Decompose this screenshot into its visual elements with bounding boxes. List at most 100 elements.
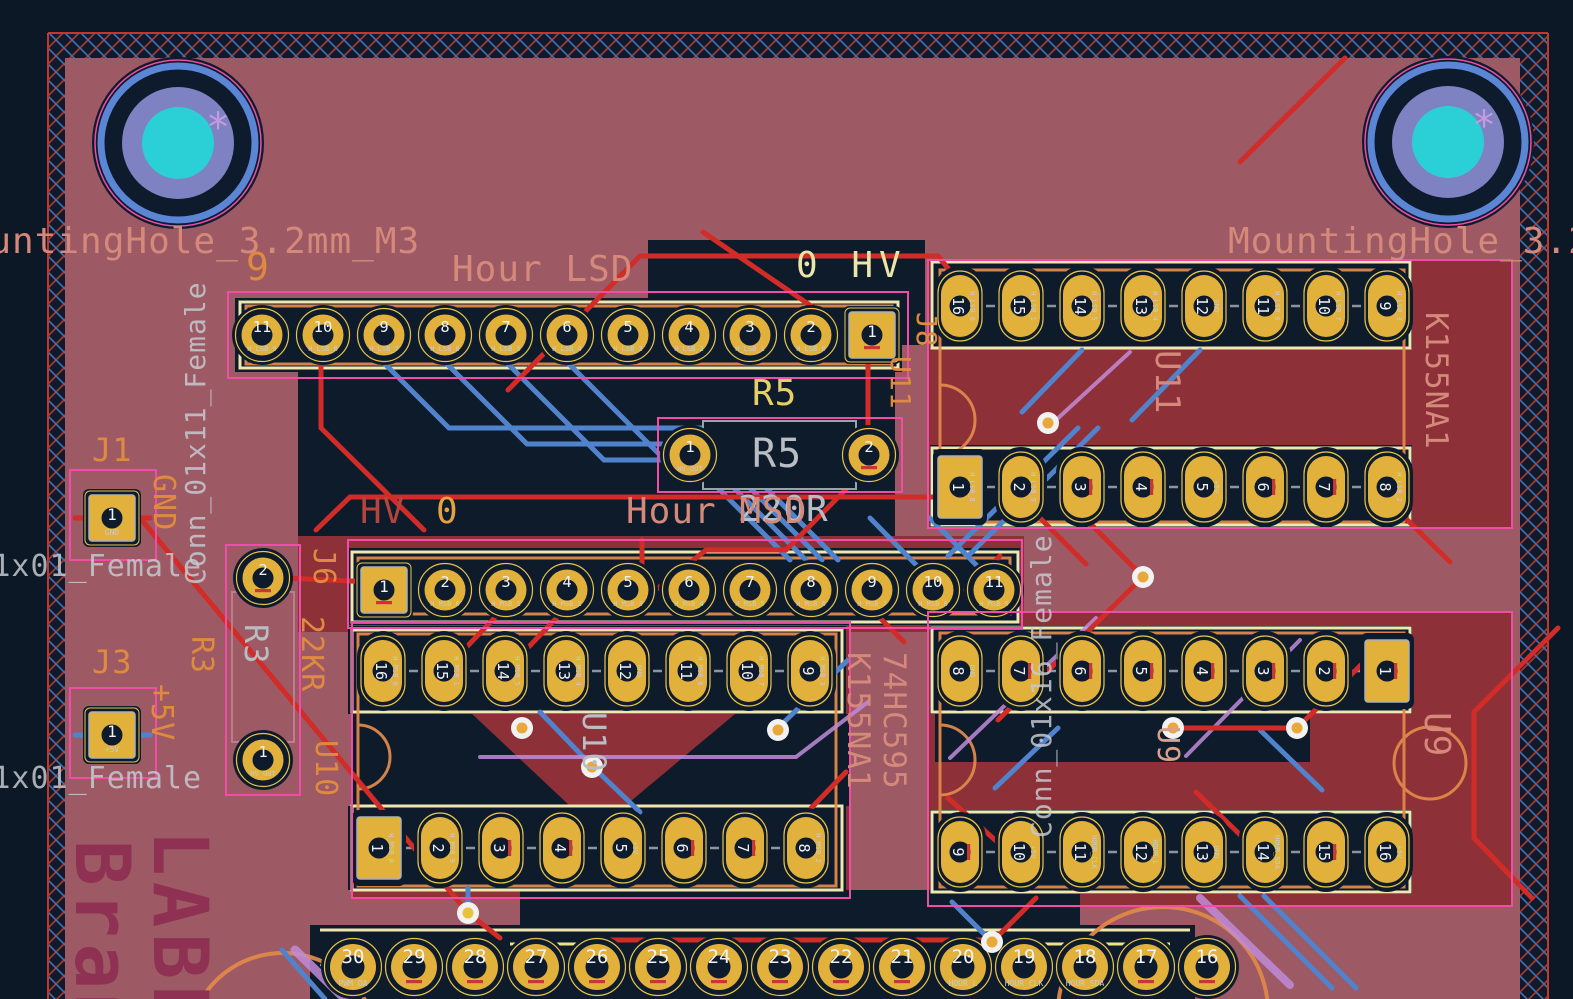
pad-u10_bottom-5[interactable]: 5+5V (597, 808, 649, 888)
pad-bottom_header-16[interactable]: 16 (1175, 935, 1239, 999)
pad-r5_pad2[interactable]: 2 (839, 425, 899, 485)
pad-bottom_header-26[interactable]: 26 (565, 935, 629, 999)
vias[interactable] (457, 412, 1308, 953)
pad-j3[interactable]: 1+5V (83, 706, 141, 764)
pad-right_bottom-10[interactable]: 10+5V (995, 812, 1047, 892)
pad-u10_bottom-4[interactable]: 4 (536, 808, 588, 888)
pad-hour_msd-2[interactable]: 2H_MSB_0 (415, 560, 475, 620)
pad-right_bottom-15[interactable]: 15 (1300, 812, 1352, 892)
svg-text:H_MSB_9: H_MSB_9 (979, 600, 1009, 608)
pad-u10_bottom-7[interactable]: 7 (719, 808, 771, 888)
pad-r3_pad1[interactable]: 1HV_OUT (233, 730, 293, 790)
pad-u11_bottom-7[interactable]: 7 (1300, 447, 1352, 527)
pad-right_top-5[interactable]: 5 (1117, 631, 1169, 711)
pad-bottom_header-29[interactable]: 29 (382, 935, 446, 999)
pad-hour_msd-8[interactable]: 8H_MSB_6 (781, 560, 841, 620)
svg-text:HOUR_CLK: HOUR_CLK (1090, 835, 1098, 870)
pad-hour_msd-5[interactable]: 5H_MSB_3 (598, 560, 658, 620)
svg-text:20: 20 (952, 946, 975, 968)
pad-r5_pad1[interactable]: 1HV_OUT (660, 425, 720, 485)
pad-right_top-2[interactable]: 2 (1300, 631, 1352, 711)
pad-bottom_header-17[interactable]: 17 (1114, 935, 1178, 999)
pad-hour_msd-6[interactable]: 6H_MSB_4 (659, 560, 719, 620)
svg-text:3: 3 (1254, 666, 1272, 675)
pad-hour_msd-7[interactable]: 7H_MSB_5 (720, 560, 780, 620)
pad-bottom_header-23[interactable]: 23 (748, 935, 812, 999)
pad-right_bottom-9[interactable]: 9 (934, 812, 986, 892)
pad-right_bottom-16[interactable]: 16+5V (1361, 812, 1413, 892)
pad-bottom_header-24[interactable]: 24 (687, 935, 751, 999)
pad-u10_bottom-6[interactable]: 6 (658, 808, 710, 888)
pad-hour_msd-11[interactable]: 11H_MSB_9 (964, 560, 1024, 620)
pad-right_top-3[interactable]: 3 (1239, 631, 1291, 711)
pad-u11_bottom-5[interactable]: 5+5V (1178, 447, 1230, 527)
pad-bottom_header-27[interactable]: 27 (504, 935, 568, 999)
pad-hour_lsd-11[interactable]: 11H_LSB_9 (232, 305, 292, 365)
pad-right_top-6[interactable]: 6 (1056, 631, 1108, 711)
pad-hour_lsd-7[interactable]: 7H_LSB_5 (476, 305, 536, 365)
pad-hour_msd-9[interactable]: 9H_MSB_7 (842, 560, 902, 620)
pad-u11_bottom-3[interactable]: 3 (1056, 447, 1108, 527)
pad-bottom_header-22[interactable]: 22 (809, 935, 873, 999)
resistor-r5-body[interactable] (702, 420, 857, 490)
pad-hour_lsd-9[interactable]: 9H_LSB_7 (354, 305, 414, 365)
pad-hour_lsd-5[interactable]: 5H_LSB_3 (598, 305, 658, 365)
pad-hour_lsd-6[interactable]: 6H_LSB_4 (537, 305, 597, 365)
pad-right_top-4[interactable]: 4 (1178, 631, 1230, 711)
pad-hour_lsd-1[interactable]: 1 (843, 306, 901, 364)
pad-bottom_header-25[interactable]: 25 (626, 935, 690, 999)
pad-right_top-7[interactable]: 7 (995, 631, 1047, 711)
pad-hour_msd-1[interactable]: 1 (355, 561, 413, 619)
pad-hour_msd-4[interactable]: 4H_MSB_2 (537, 560, 597, 620)
pad-bottom_header-21[interactable]: 21 (870, 935, 934, 999)
mounting-hole-left[interactable] (92, 57, 264, 229)
pad-hour_lsd-4[interactable]: 4H_LSB_2 (659, 305, 719, 365)
mounting-hole-right[interactable] (1362, 56, 1534, 228)
pad-hour_lsd-10[interactable]: 10H_LSB_8 (293, 305, 353, 365)
pad-hour_msd-10[interactable]: 10H_MSB_8 (903, 560, 963, 620)
pad-r3_pad2[interactable]: 2 (233, 548, 293, 608)
pad-u11_bottom-4[interactable]: 4 (1117, 447, 1169, 527)
pad-right_top-1[interactable]: 1 (1360, 633, 1414, 709)
pad-hour_lsd-2[interactable]: 2H_LSB_0 (781, 305, 841, 365)
pad-u11_bottom-6[interactable]: 6 (1239, 447, 1291, 527)
pad-hour_lsd-8[interactable]: 8H_LSB_6 (415, 305, 475, 365)
pad-bottom_header-28[interactable]: 28 (443, 935, 507, 999)
pad-hour_msd-3[interactable]: 3H_MSB_1 (476, 560, 536, 620)
pad-u10_bottom-3[interactable]: 3 (475, 808, 527, 888)
pad-hour_lsd-3[interactable]: 3H_LSB_1 (720, 305, 780, 365)
